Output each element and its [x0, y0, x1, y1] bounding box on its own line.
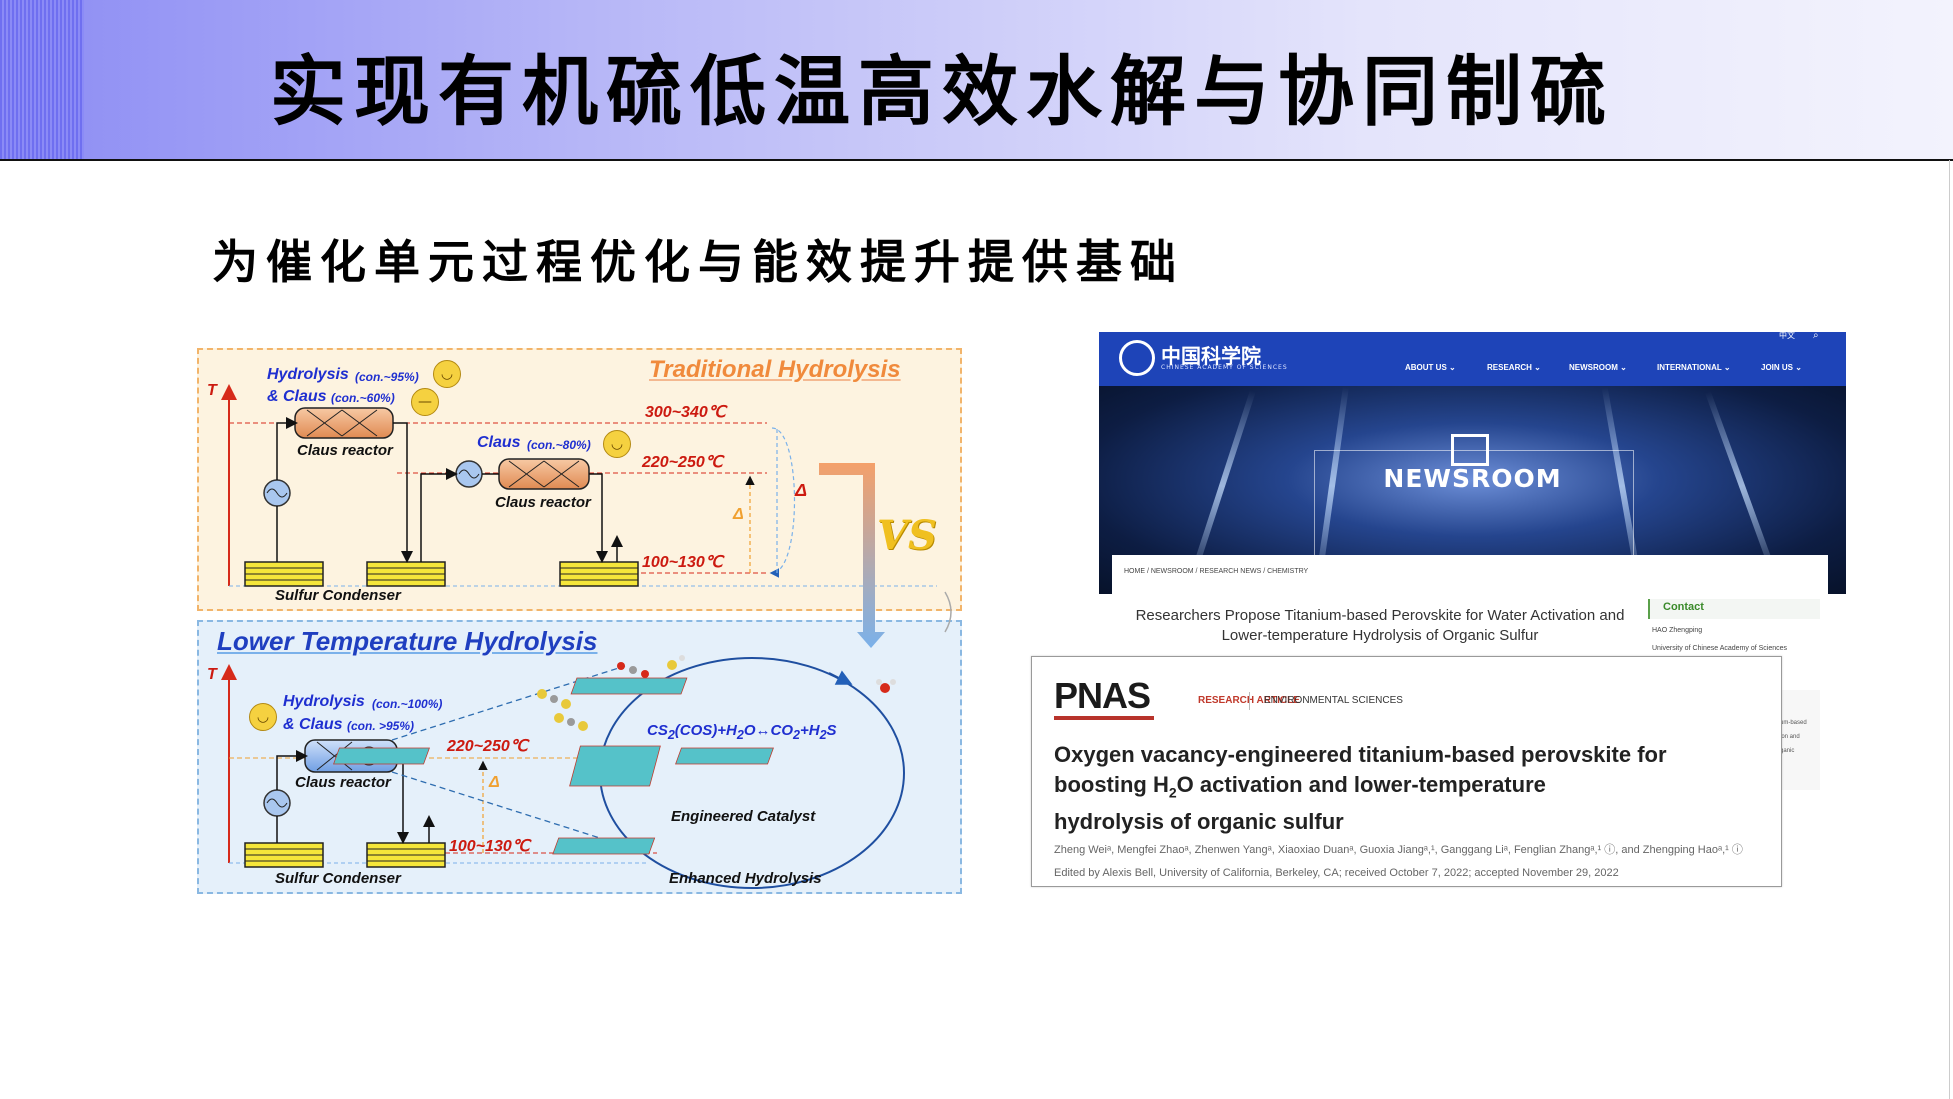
- pnas-logo-underline: [1054, 716, 1154, 720]
- contact-organization: University of Chinese Academy of Science…: [1652, 645, 1788, 652]
- sulfur-condenser-3: [559, 561, 639, 587]
- vs-transition-arrow: [819, 463, 885, 648]
- temperature-100-130: 100~130℃: [642, 554, 723, 571]
- hydrolysis-label: Hydrolysis: [267, 366, 349, 383]
- cas-article-headline[interactable]: Researchers Propose Titanium-based Perov…: [1135, 607, 1625, 644]
- article-title-line-2: boosting H2O activation and lower-temper…: [1054, 772, 1546, 801]
- sulfur-condenser-label: Sulfur Condenser: [275, 587, 401, 604]
- nav-newsroom[interactable]: NEWSROOM ⌄: [1569, 363, 1627, 372]
- vs-label: VS: [877, 512, 937, 559]
- hydrolysis-label-low: Hydrolysis: [283, 693, 365, 710]
- hydrolysis-conversion: (con.~95%): [355, 370, 419, 384]
- enhanced-hydrolysis-label: Enhanced Hydrolysis: [669, 870, 822, 887]
- nav-international[interactable]: INTERNATIONAL ⌄: [1657, 363, 1731, 372]
- traditional-hydrolysis-heading: Traditional Hydrolysis: [649, 356, 901, 383]
- article-title-line-3: hydrolysis of organic sulfur: [1054, 809, 1344, 835]
- sulfur-condenser-label-low: Sulfur Condenser: [275, 870, 401, 887]
- engineered-catalyst-label: Engineered Catalyst: [671, 808, 816, 825]
- temperature-300-340: 300~340℃: [645, 404, 726, 421]
- nav-join-us[interactable]: JOIN US ⌄: [1761, 363, 1802, 372]
- temperature-axis-label-low: T: [207, 666, 217, 683]
- nav-about-us[interactable]: ABOUT US ⌄: [1405, 363, 1456, 372]
- grin-face-icon: ◡: [249, 703, 277, 731]
- search-icon[interactable]: ⌕: [1813, 330, 1819, 341]
- claus-reactor-label-2: Claus reactor: [495, 494, 591, 511]
- article-field: ENVIRONMENTAL SCIENCES: [1264, 695, 1403, 706]
- contact-name: HAO Zhengping: [1652, 627, 1703, 634]
- claus-conversion-1: (con.~60%): [331, 391, 395, 405]
- header-divider: [1249, 692, 1250, 710]
- nav-research[interactable]: RESEARCH ⌄: [1487, 363, 1541, 372]
- temperature-220-250-low: 220~250℃: [447, 738, 528, 755]
- newspaper-icon: [1451, 434, 1489, 466]
- temperature-axis-label: T: [207, 382, 217, 399]
- cas-side-panel: um-based ion and ganic: [1778, 690, 1820, 790]
- smiley-face-icon: ◡: [433, 360, 461, 388]
- slide-edge: [1949, 160, 1950, 1099]
- cas-nav-bar: [1099, 332, 1846, 386]
- contact-box: [1648, 599, 1820, 619]
- language-switch[interactable]: 中文: [1779, 331, 1795, 340]
- article-title[interactable]: Oxygen vacancy-engineered titanium-based…: [1054, 740, 1774, 837]
- side-fragment: um-based: [1780, 720, 1807, 726]
- side-fragment: ganic: [1780, 748, 1795, 754]
- breadcrumb-bar: [1112, 555, 1828, 594]
- delta-low: Δ: [489, 774, 500, 791]
- claus-conversion-low: (con. >95%): [347, 719, 415, 733]
- cas-logo-icon: [1119, 340, 1155, 376]
- claus-reactor-label-1: Claus reactor: [297, 442, 393, 459]
- contact-label: Contact: [1663, 601, 1704, 613]
- slide-subtitle: 为催化单元过程优化与能效提升提供基础: [212, 235, 1184, 289]
- lower-temperature-hydrolysis-heading: Lower Temperature Hydrolysis: [217, 626, 598, 656]
- cas-logo-text: 中国科学院: [1161, 344, 1261, 368]
- cas-logo-subtitle: CHINESE ACADEMY OF SCIENCES: [1161, 364, 1288, 371]
- claus-reactor-label-low: Claus reactor: [295, 774, 391, 791]
- reaction-equation: CS2(COS)+H2O↔CO2+H2S: [647, 722, 837, 742]
- side-fragment: ion and: [1780, 734, 1800, 740]
- sulfur-condenser-1: [244, 561, 324, 587]
- newsroom-title: NEWSROOM: [1383, 464, 1562, 493]
- claus-label-2: Claus: [477, 434, 521, 451]
- article-title-line-1: Oxygen vacancy-engineered titanium-based…: [1054, 742, 1667, 767]
- temperature-100-130-low: 100~130℃: [449, 838, 530, 855]
- cooling-loop: [769, 427, 796, 578]
- title-stripe-decoration: [0, 0, 84, 160]
- smiley-face-icon-2: ◡: [603, 430, 631, 458]
- page-title: 实现有机硫低温高效水解与协同制硫: [270, 47, 1614, 136]
- sulfur-condenser-low-1: [244, 842, 324, 868]
- sulfur-condenser-low-2: [366, 842, 446, 868]
- process-diagram-graphics: [221, 384, 952, 889]
- sulfur-condenser-2: [366, 561, 446, 587]
- pnas-article-card: PNAS RESEARCH ARTICLE ENVIRONMENTAL SCIE…: [1031, 656, 1782, 887]
- delta-large: Δ: [795, 480, 808, 500]
- cas-newsroom-screenshot: 中国科学院 CHINESE ACADEMY OF SCIENCES ABOUT …: [1099, 330, 1846, 594]
- delta-small: Δ: [733, 506, 744, 523]
- claus-label-low: & Claus: [283, 716, 343, 733]
- hydrolysis-conversion-low: (con.~100%): [372, 697, 443, 711]
- article-edited-by: Edited by Alexis Bell, University of Cal…: [1054, 867, 1619, 879]
- neutral-face-icon: —: [411, 388, 439, 416]
- breadcrumb[interactable]: HOME / NEWSROOM / RESEARCH NEWS / CHEMIS…: [1124, 568, 1309, 575]
- title-bar: [0, 0, 1953, 160]
- reaction-molecules: [537, 655, 896, 731]
- pnas-logo: PNAS: [1054, 675, 1151, 716]
- title-divider: [0, 159, 1953, 161]
- claus-label-1: & Claus: [267, 388, 327, 405]
- article-type: RESEARCH ARTICLE: [1198, 695, 1300, 706]
- article-authors: Zheng Weiᵃ, Mengfei Zhaoᵃ, Zhenwen Yangᵃ…: [1054, 844, 1743, 856]
- temperature-220-250: 220~250℃: [642, 454, 723, 471]
- claus-conversion-2: (con.~80%): [527, 438, 591, 452]
- process-diagram: Traditional Hydrolysis T Hydrolysis (con…: [197, 348, 962, 894]
- catalyst-crystal: [333, 677, 774, 855]
